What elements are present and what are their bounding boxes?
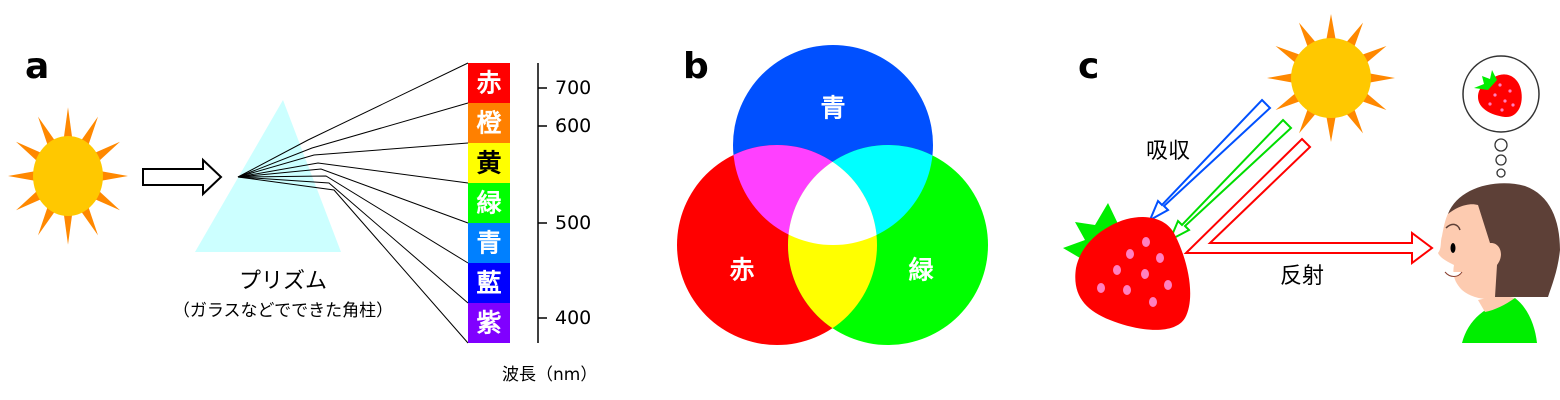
sun-ray [79,116,98,148]
dispersion-ray [237,142,469,178]
spectrum-band-label: 藍 [476,269,501,298]
strawberry-seed [1164,280,1172,290]
strawberry [1063,203,1191,330]
thought-dot [1496,168,1506,178]
panel-b: b 青 赤 緑 [677,45,988,345]
strawberry-seed [1142,237,1150,247]
prism-sublabel: （ガラスなどでできた角柱） [173,301,393,321]
sun-ray [8,170,37,182]
thought-strawberry-seeds [1488,83,1515,112]
wavelength-ticks: 700 600 500 400 [538,77,591,329]
dispersion-rays [237,62,469,344]
sun-ray [92,141,120,163]
red-reflected-arrow [1183,137,1434,265]
dispersion-ray [237,175,469,264]
dispersion-ray [237,176,469,344]
person-shirt [1462,298,1537,343]
sun-ray [38,204,57,236]
strawberry-seed [1149,297,1157,307]
sun-ray [16,141,44,163]
tick-label: 700 [555,77,591,99]
sun-ray [1325,14,1337,43]
thought-strawberry-leaves [1474,70,1497,90]
strawberry-seed [1141,269,1149,279]
dispersion-ray [237,102,469,178]
person-eye [1450,243,1456,253]
magenta-overlap [733,145,877,245]
spectrum-band-label: 緑 [476,189,502,218]
reflect-label: 反射 [1280,264,1324,289]
sun-icon [8,107,128,245]
spectrum-band [468,143,510,183]
spectrum-band-label: 赤 [476,69,501,98]
sun-ray [99,170,128,182]
dispersion-ray [237,162,469,184]
sun-body [1291,38,1371,118]
wavelength-axis-label: 波長（nm） [502,365,597,385]
strawberry-body [1075,217,1191,330]
strawberry-seed [1113,265,1121,275]
sun-ray [1325,113,1337,142]
sun-body [33,136,103,216]
spectrum-band [468,63,510,103]
dispersion-ray [237,62,469,178]
sun-ray [16,189,44,211]
spectrum-band [468,103,510,143]
panel-c-label: c [1078,46,1099,87]
spectrum-band [468,303,510,343]
spectrum-band [468,223,510,263]
sun-ray [92,189,120,211]
spectrum-band-label: 青 [476,229,501,258]
thought-dot [1494,138,1508,152]
prism [195,100,341,252]
blue-label: 青 [820,94,845,123]
blue-light-arrow [1147,98,1272,223]
person-eyebrow [1445,223,1461,231]
spectrum-band-label: 紫 [476,309,501,338]
sun-icon [1267,14,1395,142]
sun-ray [38,116,57,148]
person-neck [1478,295,1515,312]
sun-ray [79,204,98,236]
green-light-arrow [1167,118,1293,243]
white-overlap [788,145,877,245]
person-mouth [1444,271,1463,277]
absorb-label: 吸収 [1146,139,1190,164]
sun-ray [63,107,73,141]
strawberry-seed [1156,253,1164,263]
strawberry-seeds [1097,237,1172,307]
thought-dot [1495,154,1507,166]
sun-ray [1366,72,1395,84]
panel-c: c 吸収 反射 [1063,14,1560,343]
dispersion-ray [237,176,469,304]
tick-label: 500 [555,212,591,234]
sun-ray [1267,72,1296,84]
sun-ray [63,211,73,245]
panel-b-label: b [683,46,709,87]
person-hair [1448,183,1560,297]
tick-label: 400 [555,307,591,329]
spectrum-band [468,263,510,303]
person [1438,183,1560,343]
spectrum-band-label: 黄 [476,149,501,178]
strawberry-seed [1126,249,1134,259]
panel-a-label: a [25,46,49,87]
dispersion-ray [237,168,469,224]
light-arrow [142,157,223,197]
strawberry-seed [1097,283,1105,293]
red-label: 赤 [729,256,754,285]
prism-label: プリズム [239,269,327,294]
strawberry-seed [1123,285,1131,295]
thought-bubble [1462,55,1540,178]
tick-label: 600 [555,115,591,137]
green-label: 緑 [908,256,934,285]
spectrum-band [468,183,510,223]
spectrum-band-label: 橙 [476,109,502,138]
cyan-overlap [788,145,933,245]
